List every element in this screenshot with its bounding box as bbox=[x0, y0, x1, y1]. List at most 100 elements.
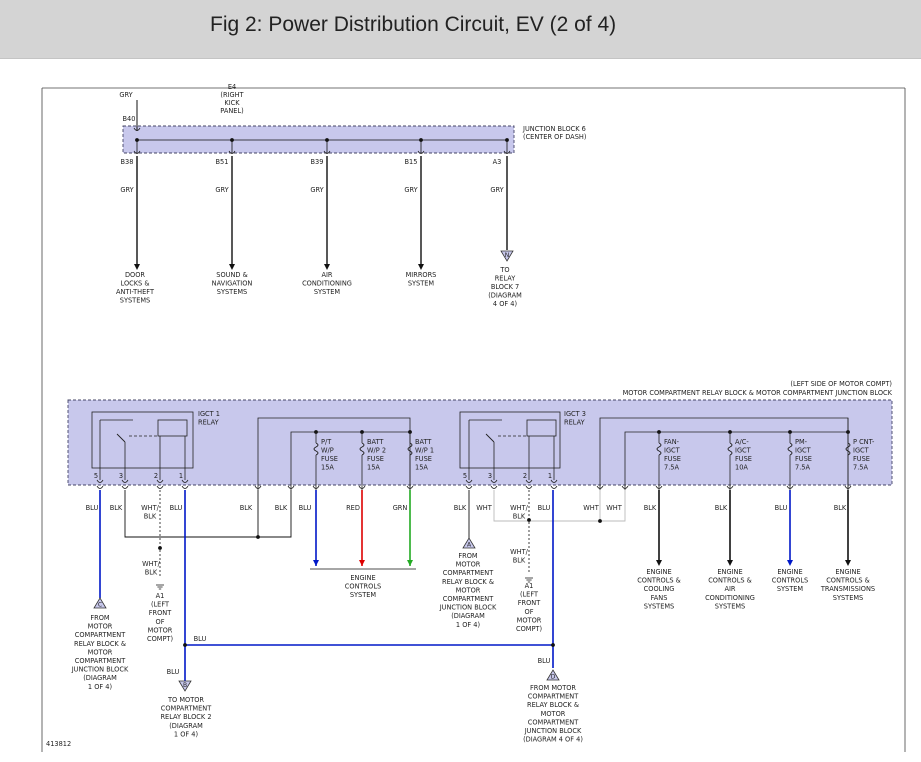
fuse-label: IGCT bbox=[735, 447, 752, 455]
destination-label: MIRRORS bbox=[406, 271, 437, 279]
from-c-label: JUNCTION BLOCK bbox=[71, 666, 129, 674]
from-d-label: RELAY BLOCK & bbox=[527, 701, 579, 709]
wire-color-label: GRY bbox=[120, 186, 134, 194]
fuse-label: W/P 1 bbox=[415, 447, 434, 455]
connector-pin-icon bbox=[156, 485, 164, 489]
wire-color-label: GRY bbox=[404, 186, 418, 194]
to-b-label: RELAY BLOCK 2 bbox=[160, 713, 211, 721]
destination-label: CONDITIONING bbox=[705, 594, 755, 602]
destination-label: COOLING bbox=[644, 585, 675, 593]
destination-label: ENGINE bbox=[646, 568, 671, 576]
fuse-label: 7.5A bbox=[664, 464, 679, 472]
fuse-label: FUSE bbox=[664, 455, 681, 463]
junction-block-label: JUNCTION BLOCK 6 bbox=[522, 125, 586, 133]
wire-color-label: BLK bbox=[240, 504, 253, 512]
arrow-head-icon bbox=[134, 264, 140, 270]
symbols bbox=[93, 127, 852, 692]
fuse-label: 15A bbox=[367, 464, 380, 472]
fuse-icon bbox=[787, 442, 793, 456]
pin-label: B39 bbox=[311, 158, 324, 166]
splice-dot bbox=[419, 138, 423, 142]
arrow-head-icon bbox=[656, 560, 662, 566]
wire-color-label: BLU bbox=[170, 504, 183, 512]
arrow-head-icon bbox=[787, 560, 793, 566]
connector-pin-icon bbox=[596, 485, 604, 489]
destination-label: 4 OF 4) bbox=[493, 300, 517, 308]
fuse-label: FUSE bbox=[415, 455, 432, 463]
connector-pin-icon bbox=[465, 479, 473, 483]
wires bbox=[99, 100, 849, 681]
wire-color-label: WHT bbox=[583, 504, 599, 512]
destination-label: FANS bbox=[651, 594, 668, 602]
fuse-icon bbox=[656, 442, 662, 456]
from-d-label: FROM MOTOR bbox=[530, 684, 576, 692]
from-c-label: MOTOR bbox=[88, 648, 113, 656]
junction-block-label: (CENTER OF DASH) bbox=[523, 133, 586, 141]
wire-color-label: WHT/ bbox=[142, 560, 161, 568]
to-b-label: TO MOTOR bbox=[167, 696, 204, 704]
from-a-label: FROM bbox=[458, 552, 478, 560]
destination-label: ENGINE bbox=[777, 568, 802, 576]
connector-pin-icon bbox=[550, 479, 558, 483]
engine-controls-label: CONTROLS bbox=[345, 583, 381, 591]
destination-label: CONTROLS & bbox=[708, 577, 752, 585]
connector-pin-icon bbox=[358, 485, 366, 489]
destination-label: ENGINE bbox=[835, 568, 860, 576]
connector-pin-icon bbox=[726, 485, 734, 489]
ground-label: MOTOR bbox=[517, 616, 542, 624]
fuse-label: FUSE bbox=[795, 455, 812, 463]
connector-pin-icon bbox=[465, 485, 473, 489]
fuse-label: W/P 2 bbox=[367, 447, 386, 455]
from-c-label: 1 OF 4) bbox=[88, 683, 112, 691]
wire-color-label: BLK bbox=[513, 513, 526, 521]
fuse-icon bbox=[359, 442, 365, 456]
wire-color-label: GRN bbox=[393, 504, 408, 512]
destination-label: SYSTEM bbox=[408, 280, 435, 288]
connector-pin-icon bbox=[133, 127, 141, 131]
connector-pin-icon bbox=[121, 485, 129, 489]
destination-label: CONDITIONING bbox=[302, 280, 352, 288]
ground-label: FRONT bbox=[518, 599, 541, 607]
arrow-head-icon bbox=[845, 560, 851, 566]
wire-color-label: BLK bbox=[834, 504, 847, 512]
relay-pin-number: 1 bbox=[179, 472, 183, 480]
connector-pin-icon bbox=[121, 479, 129, 483]
wire-color-label: WHT/ bbox=[510, 548, 529, 556]
destination-label: SYSTEMS bbox=[120, 297, 150, 305]
fuse-bus bbox=[599, 417, 849, 490]
from-a-label: 1 OF 4) bbox=[456, 621, 480, 629]
wire-color-label: BLK bbox=[110, 504, 123, 512]
wire-color-label: GRY bbox=[490, 186, 504, 194]
relay-box bbox=[459, 411, 561, 469]
connector-d bbox=[546, 669, 560, 681]
destination-label: TO bbox=[499, 266, 509, 274]
fuse-label: FAN- bbox=[664, 438, 680, 446]
pin-label: B51 bbox=[216, 158, 229, 166]
fuse-label: FUSE bbox=[367, 455, 384, 463]
connector-pin-icon bbox=[417, 150, 425, 154]
destination-label: CONTROLS bbox=[772, 577, 808, 585]
wire-color-label: BLU bbox=[538, 657, 551, 665]
to-b-label: COMPARTMENT bbox=[161, 705, 212, 713]
destination-label: SOUND & bbox=[216, 271, 247, 279]
fuse-label: FUSE bbox=[321, 455, 338, 463]
wire-blk bbox=[124, 490, 292, 538]
destination-label: ANTI-THEFT bbox=[116, 288, 155, 296]
fuse-bus bbox=[257, 417, 411, 490]
connector-n-letter: N bbox=[505, 252, 510, 259]
fuse-icon bbox=[313, 442, 319, 456]
wire-color-label: BLU bbox=[775, 504, 788, 512]
pin-label: B15 bbox=[405, 158, 418, 166]
splice-dot bbox=[551, 643, 555, 647]
wire-color-label: GRY bbox=[215, 186, 229, 194]
wire-color-label: WHT/ bbox=[141, 504, 160, 512]
connector-pin-icon bbox=[287, 485, 295, 489]
splice-dot bbox=[135, 138, 139, 142]
destination-label: DOOR bbox=[125, 271, 145, 279]
pin-label: A3 bbox=[493, 158, 502, 166]
splice-dot bbox=[505, 138, 509, 142]
wire-color-label: BLK bbox=[644, 504, 657, 512]
destination-label: AIR bbox=[724, 585, 735, 593]
ground-label: (LEFT bbox=[520, 591, 539, 599]
